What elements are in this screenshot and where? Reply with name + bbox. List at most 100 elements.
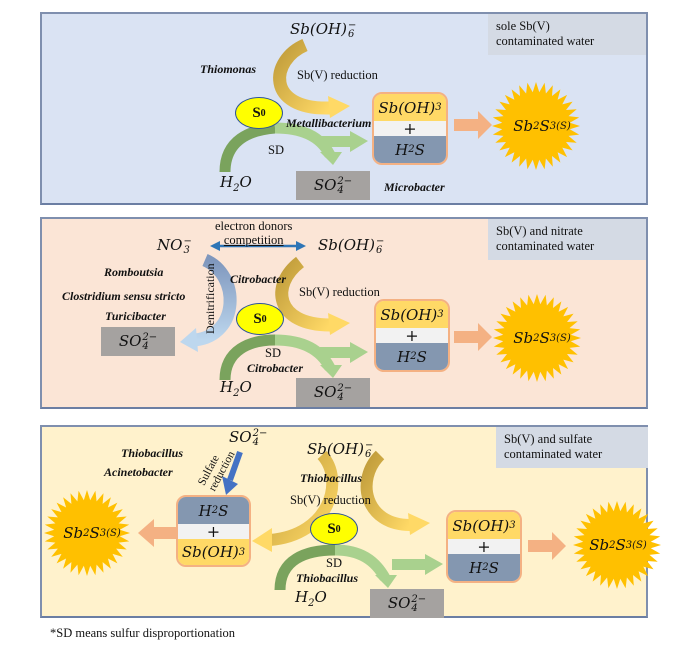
sub: 2 [233,183,240,194]
formula: H [198,501,212,520]
formula: Sb(OH) [452,516,510,535]
formula: SO [313,176,337,194]
p2-bacteria-romboutsia: Romboutsia [104,265,164,279]
formula: SO [118,332,142,350]
sup: − [347,20,357,31]
sub: 4 [337,392,344,403]
p3-sb-oh6: Sb(OH)−6 [307,440,373,460]
p2-bacteria-citrobacter-sd: Citrobacter [247,361,303,375]
sb-oh3: Sb(OH)3 [178,539,249,565]
formula: H [397,347,411,366]
s0-sup: 0 [260,107,266,119]
sub: 2 [533,120,540,132]
p2-denitrification-label: Denitrification [203,263,217,334]
sb-oh3: Sb(OH)3 [374,94,446,121]
plus-sign: + [448,537,520,556]
sub: 2 [482,562,489,573]
sulfate-formula: SO2−4 [313,176,353,196]
formula: Sb(OH) [290,20,347,38]
formula: S [89,524,100,542]
tag-line: contaminated water [496,34,595,48]
tag-line: Sb(V) and nitrate [496,224,583,238]
sub: 3 [435,102,442,113]
label-line: competition [223,233,284,247]
p3-h2o: H2O [295,588,327,609]
formula: Sb [589,536,610,554]
s0-label: S [253,310,262,327]
s0-sup: 0 [335,523,341,535]
formula: S [414,140,425,159]
formula: SO [229,428,252,446]
sub: 3 [437,309,444,320]
sub: 2 [308,598,315,609]
s0-label: S [327,520,336,537]
formula: H [395,140,409,159]
sub: 3(S) [549,332,571,344]
p1-sd-label: SD [268,143,284,157]
p2-h2o: H2O [220,378,252,399]
plus-sign: + [178,522,249,541]
formula: S [539,329,550,347]
formula: Sb [513,329,534,347]
formula: Sb(OH) [380,305,438,324]
sub: 2 [533,332,540,344]
p3-sulfate-box: SO2−4 [370,589,444,618]
formula: SO [313,383,337,401]
sup: − [183,236,192,247]
formula: Sb [513,117,534,135]
sub: 6 [347,29,355,40]
sub: 3 [238,546,246,558]
formula: Sb(OH) [318,236,375,254]
sub: 4 [142,341,149,352]
sub: 3(S) [549,120,571,132]
p1-sb-oh6: Sb(OH)−6 [290,20,357,40]
sup: − [375,236,385,247]
p2-condition-tag: Sb(V) and nitrate contaminated water [488,219,646,260]
p3-bacteria-thiobacillus-sd: Thiobacillus [296,571,359,585]
sup: 2− [337,176,353,187]
p2-sb-reduction-label: Sb(V) reduction [299,285,380,299]
p3-so4-input: SO2−4 [229,428,268,448]
plus-sign: + [374,119,446,138]
sb-oh3: Sb(OH)3 [448,512,520,539]
sup: 2− [252,428,268,439]
formula: SO [387,594,411,612]
s0-sup: 0 [261,313,267,325]
sulfate-formula: SO2−4 [387,594,426,614]
p2-no3: NO−3 [157,236,192,256]
tag-line: contaminated water [496,239,595,253]
formula: O [239,173,252,191]
formula: Sb(OH) [307,440,364,458]
p2-bacteria-citrobacter-top: Citrobacter [230,272,286,286]
sub: 3(S) [99,527,121,539]
p2-competition-label: electron donors competition [215,219,292,247]
p1-bacteria-microbacter: Microbacter [384,180,445,194]
formula: H [220,378,234,396]
sulfate-formula: SO2−4 [313,383,352,403]
p1-condition-tag: sole Sb(V) contaminated water [488,14,646,55]
sub: 3 [183,245,190,256]
p1-bacteria-thiomonas: Thiomonas [200,62,257,76]
p3-bacteria-acinetobacter: Acinetobacter [104,465,173,479]
p2-bacteria-clostridium: Clostridium sensu stricto [62,289,186,303]
p1-bacteria-metallibacterium: Metallibacterium [286,116,372,130]
p3-bacteria-thiobacillus-left: Thiobacillus [121,446,184,460]
sub: 2 [83,527,90,539]
tag-line: contaminated water [504,447,603,461]
p2-sb-oh6: Sb(OH)−6 [318,236,385,256]
formula: Sb [63,524,84,542]
formula: Sb(OH) [181,543,239,561]
formula: S [539,117,550,135]
sub: 3 [509,520,516,531]
formula: H [295,588,309,606]
sub: 6 [375,245,383,256]
